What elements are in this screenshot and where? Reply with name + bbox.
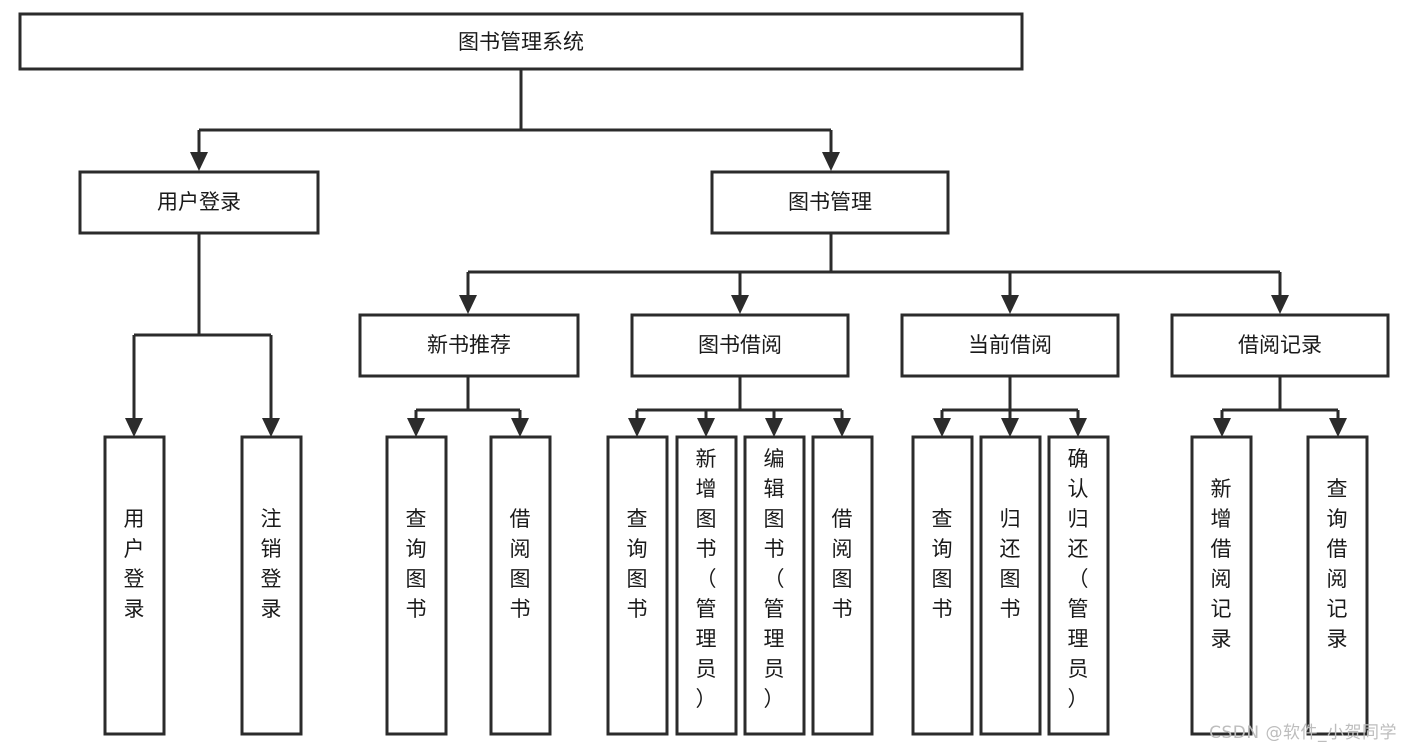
arrowhead-ul-leaf-2: [262, 418, 280, 437]
leaf-current-borrow-return[interactable]: 归还图书: [979, 435, 1042, 736]
node-book-borrow-label: 图书借阅: [698, 333, 782, 357]
leaf-new-book-borrow[interactable]: 借阅图书: [489, 435, 552, 736]
leaf-cb-3-label: 确认归还（管理员）: [1068, 447, 1089, 711]
leaf-book-borrow-edit[interactable]: 编辑图书（管理员）: [743, 435, 806, 736]
leaf-cb-2-label: 归还图书: [1000, 507, 1021, 621]
connectors-new-book-to-leaves: [407, 376, 529, 437]
node-user-login-label: 用户登录: [157, 190, 241, 214]
arrowhead-cb-leaf-1: [933, 418, 951, 437]
leaf-user-login-login[interactable]: 用户登录: [103, 435, 166, 736]
leaf-cb-1-rect: [911, 435, 974, 736]
node-current-borrow-rect: [900, 313, 1120, 378]
node-book-borrow[interactable]: 图书借阅: [630, 313, 850, 378]
arrowhead-book-mgmt: [822, 152, 840, 171]
node-book-management[interactable]: 图书管理: [710, 170, 950, 235]
leaf-br-2-rect: [1306, 435, 1369, 736]
leaf-br-1-rect: [1190, 435, 1253, 736]
node-current-borrow[interactable]: 当前借阅: [900, 313, 1120, 378]
connectors-current-borrow-to-leaves: [933, 376, 1087, 437]
leaf-borrow-record-query[interactable]: 查询借阅记录: [1306, 435, 1369, 736]
leaf-book-borrow-add[interactable]: 新增图书（管理员）: [675, 435, 738, 736]
leaf-br-2-label: 查询借阅记录: [1327, 477, 1348, 651]
leaf-ul-1-rect: [103, 435, 166, 736]
arrowhead-book-borrow: [731, 295, 749, 314]
connectors-book-borrow-to-leaves: [628, 376, 851, 437]
leaf-br-1-label: 新增借阅记录: [1211, 477, 1232, 651]
node-book-management-label: 图书管理: [788, 190, 872, 214]
arrowhead-new-book: [459, 295, 477, 314]
leaf-nb-1-label: 查询图书: [406, 507, 427, 621]
leaf-cb-3-rect: [1047, 435, 1110, 736]
node-new-book-rect: [358, 313, 580, 378]
connectors-user-login-to-leaves: [125, 233, 280, 437]
leaf-ul-1-label: 用户登录: [124, 507, 145, 621]
leaf-nb-2-label: 借阅图书: [510, 507, 531, 621]
arrowhead-ul-leaf-1: [125, 418, 143, 437]
connectors-root-to-level1: [190, 69, 840, 171]
arrowhead-br-leaf-2: [1329, 418, 1347, 437]
leaf-nb-1-rect: [385, 435, 448, 736]
arrowhead-br-leaf-1: [1213, 418, 1231, 437]
node-new-book-label: 新书推荐: [427, 333, 511, 357]
arrowhead-bb-leaf-3: [765, 418, 783, 437]
arrowhead-nb-leaf-2: [511, 418, 529, 437]
node-user-login-rect: [78, 170, 320, 235]
arrowhead-nb-leaf-1: [407, 418, 425, 437]
node-root-label: 图书管理系统: [458, 30, 584, 54]
arrowhead-cb-leaf-3: [1069, 418, 1087, 437]
node-borrow-record[interactable]: 借阅记录: [1170, 313, 1390, 378]
node-book-borrow-rect: [630, 313, 850, 378]
leaf-cb-2-rect: [979, 435, 1042, 736]
leaf-ul-2-label: 注销登录: [261, 507, 282, 621]
leaf-book-borrow-lend[interactable]: 借阅图书: [811, 435, 874, 736]
leaf-bb-3-rect: [743, 435, 806, 736]
arrowhead-bb-leaf-2: [697, 418, 715, 437]
leaf-ul-2-rect: [240, 435, 303, 736]
leaf-borrow-record-add[interactable]: 新增借阅记录: [1190, 435, 1253, 736]
leaf-bb-4-label: 借阅图书: [832, 507, 853, 621]
leaf-book-borrow-query[interactable]: 查询图书: [606, 435, 669, 736]
leaf-bb-2-label: 新增图书（管理员）: [696, 447, 717, 711]
leaf-nb-2-rect: [489, 435, 552, 736]
leaf-new-book-query[interactable]: 查询图书: [385, 435, 448, 736]
leaf-bb-1-label: 查询图书: [627, 507, 648, 621]
node-borrow-record-rect: [1170, 313, 1390, 378]
arrowhead-bb-leaf-4: [833, 418, 851, 437]
node-book-management-rect: [710, 170, 950, 235]
node-new-book-recommend[interactable]: 新书推荐: [358, 313, 580, 378]
leaf-current-borrow-query[interactable]: 查询图书: [911, 435, 974, 736]
arrowhead-user-login: [190, 152, 208, 171]
arrowhead-borrow-record: [1271, 295, 1289, 314]
node-user-login[interactable]: 用户登录: [78, 170, 320, 235]
node-root-rect: [18, 12, 1024, 71]
arrowhead-cb-leaf-2: [1001, 418, 1019, 437]
arrowhead-current-borrow: [1001, 295, 1019, 314]
node-root-book-management-system[interactable]: 图书管理系统: [18, 12, 1024, 71]
arrowhead-bb-leaf-1: [628, 418, 646, 437]
leaf-bb-4-rect: [811, 435, 874, 736]
leaf-bb-3-label: 编辑图书（管理员）: [764, 447, 785, 711]
leaf-bb-2-rect: [675, 435, 738, 736]
node-current-borrow-label: 当前借阅: [968, 333, 1052, 357]
leaf-current-borrow-confirm[interactable]: 确认归还（管理员）: [1047, 435, 1110, 736]
connectors-book-mgmt-to-level2: [459, 233, 1289, 314]
leaf-user-login-logout[interactable]: 注销登录: [240, 435, 303, 736]
connectors-borrow-record-to-leaves: [1213, 376, 1347, 437]
leaf-bb-1-rect: [606, 435, 669, 736]
leaf-cb-1-label: 查询图书: [932, 507, 953, 621]
node-borrow-record-label: 借阅记录: [1238, 333, 1322, 357]
